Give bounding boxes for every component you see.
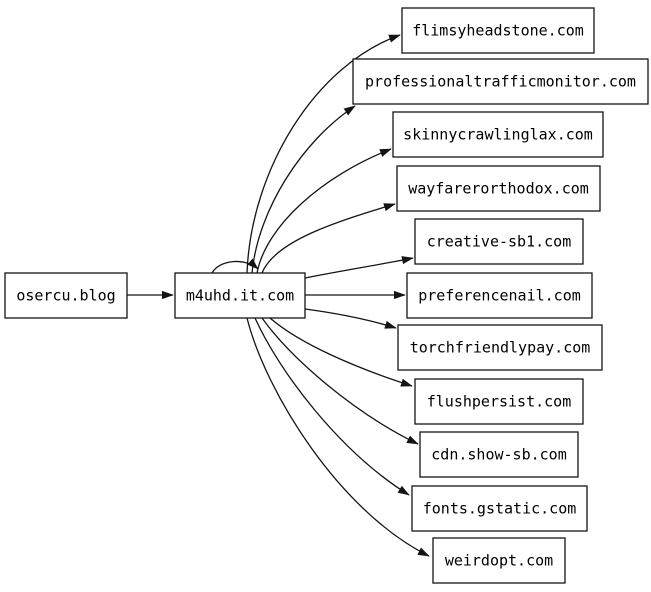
edges-layer (127, 34, 430, 557)
node-label: m4uhd.it.com (186, 287, 294, 305)
node-box (397, 324, 603, 371)
node-label: skinnycrawlinglax.com (403, 126, 593, 144)
node-box (419, 431, 579, 478)
nodes-layer: osercu.blog m4uhd.it.com flimsyheadstone.c… (4, 7, 649, 584)
self-loop-edge-m4uhd-it-com (211, 258, 259, 274)
edge-m4uhd-it-com-to-flimsyheadstone-com (246, 34, 401, 274)
node-label: flushpersist.com (427, 393, 572, 411)
node-box (414, 378, 584, 425)
edge-m4uhd-it-com-to-skinnycrawlinglax-com (256, 148, 392, 274)
node-cdn-show-sb-com: cdn.show-sb.com (419, 431, 579, 478)
node-label: osercu.blog (16, 287, 115, 305)
node-label: flimsyheadstone.com (412, 22, 584, 40)
edge-m4uhd-it-com-to-weirdopt-com (246, 317, 430, 557)
node-torchfriendlypay-com: torchfriendlypay.com (397, 324, 603, 371)
node-box (396, 165, 601, 212)
node-preferencenail-com: preferencenail.com (406, 272, 593, 319)
node-wayfarerorthodox-com: wayfarerorthodox.com (396, 165, 601, 212)
node-box (411, 485, 588, 532)
node-label: torchfriendlypay.com (410, 339, 591, 357)
node-box (414, 218, 584, 265)
node-label: weirdopt.com (445, 552, 553, 570)
node-osercu-blog: osercu.blog (4, 272, 128, 319)
node-flushpersist-com: flushpersist.com (414, 378, 584, 425)
node-label: creative-sb1.com (427, 233, 572, 251)
edge-m4uhd-it-com-to-wayfarerorthodox-com (261, 203, 396, 274)
edge-m4uhd-it-com-to-professionaltrafficmonitor-com (251, 105, 356, 274)
node-professionaltrafficmonitor-com: professionaltrafficmonitor.com (352, 58, 649, 105)
node-box (406, 272, 593, 319)
node-m4uhd-it-com: m4uhd.it.com (174, 272, 306, 319)
node-label: preferencenail.com (418, 287, 581, 305)
edge-m4uhd-it-com-to-cdn-show-sb-com (261, 317, 419, 445)
edge-m4uhd-it-com-to-torchfriendlypay-com (304, 308, 397, 329)
edge-m4uhd-it-com-to-flushpersist-com (269, 317, 413, 387)
edge-m4uhd-it-com-to-creative-sb1-com (304, 256, 414, 279)
node-box (392, 111, 604, 158)
node-flimsyheadstone-com: flimsyheadstone.com (401, 7, 595, 54)
node-box (174, 272, 306, 319)
node-label: cdn.show-sb.com (431, 446, 566, 464)
node-box (401, 7, 595, 54)
node-label: wayfarerorthodox.com (408, 180, 589, 198)
node-skinnycrawlinglax-com: skinnycrawlinglax.com (392, 111, 604, 158)
node-fonts-gstatic-com: fonts.gstatic.com (411, 485, 588, 532)
node-weirdopt-com: weirdopt.com (432, 537, 566, 584)
edge-m4uhd-it-com-to-fonts-gstatic-com (254, 317, 410, 496)
node-box (4, 272, 128, 319)
node-label: professionaltrafficmonitor.com (365, 73, 636, 91)
node-box (432, 537, 566, 584)
node-box (352, 58, 649, 105)
node-creative-sb1-com: creative-sb1.com (414, 218, 584, 265)
node-label: fonts.gstatic.com (423, 500, 577, 518)
